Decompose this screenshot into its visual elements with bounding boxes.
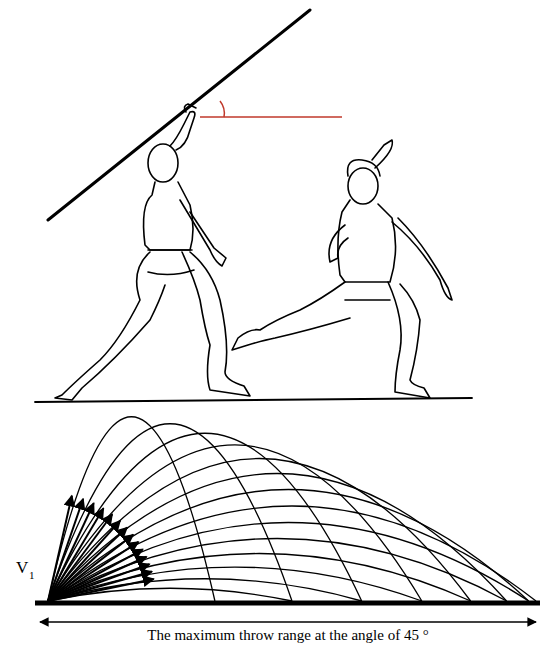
angle-arc <box>220 101 224 117</box>
trajectory-curve <box>48 433 362 601</box>
trajectory-curve <box>48 417 215 601</box>
velocity-arrow <box>48 499 83 601</box>
javelin <box>48 10 310 220</box>
trajectory-curve <box>48 490 529 601</box>
horizontal-reference <box>200 116 342 118</box>
trajectory-curve <box>48 567 422 601</box>
ground-line <box>35 398 472 402</box>
trajectory-curve <box>48 445 422 601</box>
velocity-subscript: 1 <box>29 569 35 581</box>
trajectory-curve <box>48 474 507 601</box>
trajectories <box>48 417 536 601</box>
trajectory-curve <box>48 506 536 601</box>
thrower-figure <box>55 104 250 400</box>
velocity-arrow <box>48 503 94 601</box>
trajectory-curve <box>48 459 471 602</box>
caption: The maximum throw range at the angle of … <box>147 627 428 644</box>
range-arrow <box>40 621 536 623</box>
runner-figure <box>232 140 452 398</box>
ground-bar <box>35 601 540 606</box>
trajectory-curve <box>48 424 292 601</box>
velocity-symbol: V <box>16 558 28 578</box>
velocity-arrow <box>48 496 72 601</box>
